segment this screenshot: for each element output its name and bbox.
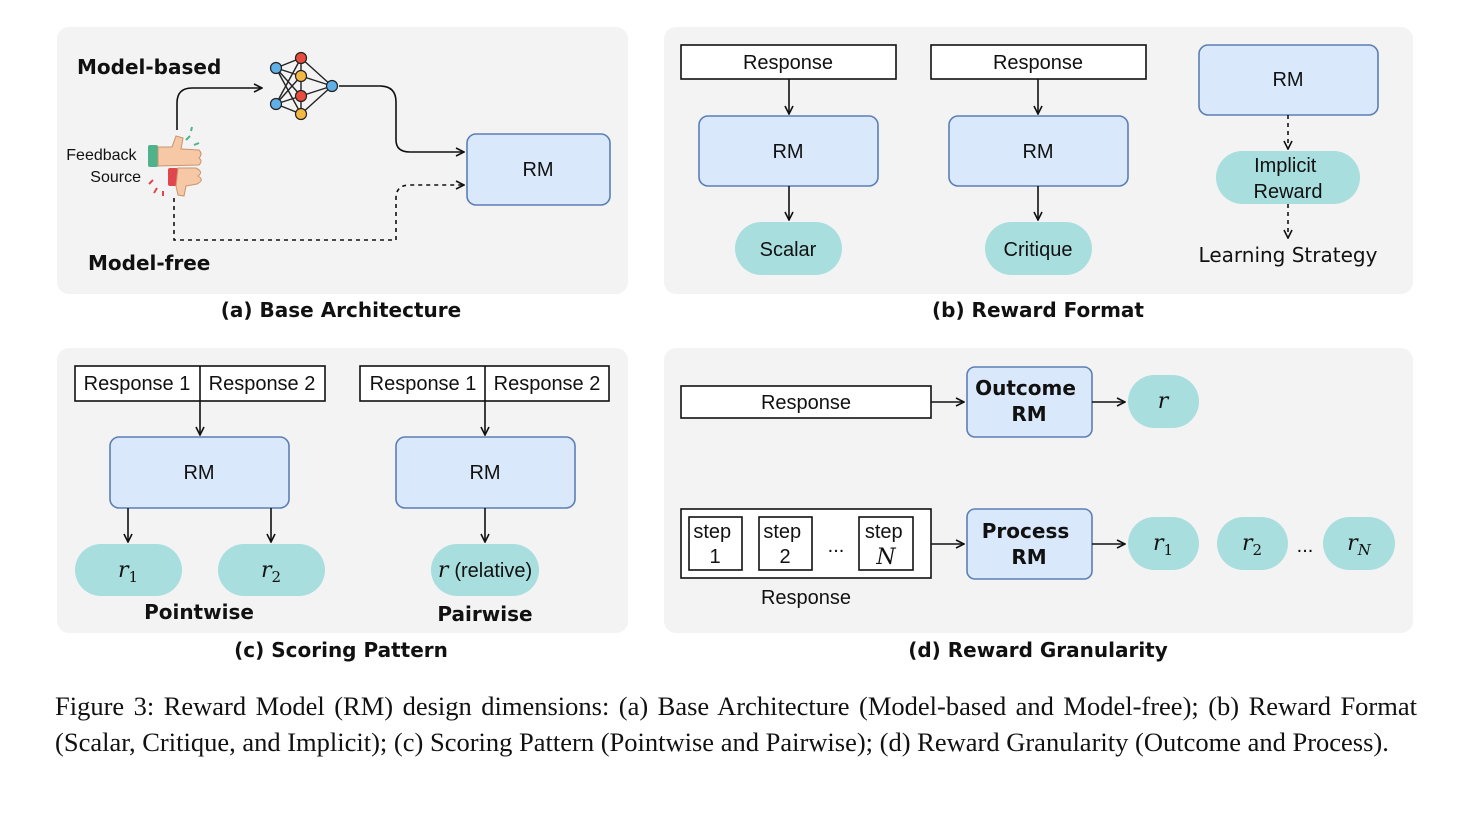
step-2-label: step 2 xyxy=(763,521,806,568)
rm-label-b3: RM xyxy=(1272,69,1303,91)
panel-base-architecture: Model-based Model-free Feedback Source xyxy=(57,27,628,294)
critique-pill xyxy=(985,222,1092,275)
response2-label-c2: Response 2 xyxy=(494,373,601,395)
panel-reward-format: Response RM Scalar Response RM Critique … xyxy=(664,27,1413,294)
thumbs-feedback-icon xyxy=(148,126,202,197)
r1-pill-c xyxy=(75,544,182,596)
response1-label-c2: Response 1 xyxy=(370,373,477,395)
r-relative-pill xyxy=(431,544,539,596)
scalar-pill xyxy=(735,222,842,275)
caption-a: (a) Base Architecture xyxy=(221,298,461,322)
figure-diagram: Model-based Model-free Feedback Source xyxy=(57,27,1413,662)
response-box-outcome xyxy=(680,385,932,419)
r2-pill-c xyxy=(218,544,325,596)
response-label-process: Response xyxy=(761,587,851,609)
arrow-model-free-to-rm xyxy=(173,185,464,241)
response-box-b2 xyxy=(930,44,1147,80)
rm-label-c1: RM xyxy=(183,462,214,484)
process-rm-label: Process RM xyxy=(982,519,1076,569)
process-r2-pill xyxy=(1217,517,1288,570)
r-relative-label: r(relative) xyxy=(438,558,532,583)
pointwise-label: Pointwise xyxy=(144,600,254,624)
figure-caption: Figure 3: Reward Model (RM) design dimen… xyxy=(55,691,1417,757)
scalar-label: Scalar xyxy=(760,239,817,261)
panel-scoring-pattern: Response 1 Response 2 RM r1 r2 Pointwise… xyxy=(57,348,628,633)
response-label-b1: Response xyxy=(743,52,833,74)
response-label-outcome: Response xyxy=(761,392,851,414)
r2-label-c: r2 xyxy=(261,558,281,586)
rm-box-a xyxy=(466,133,611,206)
rm-label-a: RM xyxy=(522,159,553,181)
outcome-r-label: r xyxy=(1158,389,1170,414)
rm-label-b1: RM xyxy=(772,141,803,163)
caption-c: (c) Scoring Pattern xyxy=(234,638,448,662)
response-box-b1 xyxy=(680,44,897,80)
process-rn-pill xyxy=(1323,517,1395,570)
rm-label-c2: RM xyxy=(469,462,500,484)
step-1-label: step 1 xyxy=(693,521,736,568)
response1-label-c1: Response 1 xyxy=(84,373,191,395)
process-rn-label: rN xyxy=(1347,531,1372,559)
model-based-label: Model-based xyxy=(77,55,221,79)
caption-d: (d) Reward Granularity xyxy=(908,638,1168,662)
panel-reward-granularity: Response Outcome RM r step 1 step 2 ... … xyxy=(664,348,1413,633)
process-r1-label: r1 xyxy=(1153,531,1173,559)
caption-b: (b) Reward Format xyxy=(932,298,1144,322)
arrow-nn-to-rm xyxy=(339,85,464,152)
implicit-reward-label: Implicit Reward xyxy=(1254,155,1323,203)
critique-label: Critique xyxy=(1004,239,1073,261)
outcome-r-pill xyxy=(1128,375,1199,428)
panel-a-background xyxy=(57,27,628,294)
process-r1-pill xyxy=(1128,517,1199,570)
pairwise-label: Pairwise xyxy=(437,602,532,626)
model-free-label: Model-free xyxy=(88,251,210,275)
rewards-ellipsis: ... xyxy=(1297,535,1314,557)
feedback-source-label: Feedback Source xyxy=(66,147,141,186)
response2-label-c1: Response 2 xyxy=(209,373,316,395)
step-n-label: step N xyxy=(865,521,907,570)
implicit-reward-pill xyxy=(1216,151,1360,204)
step-1-box xyxy=(688,516,743,571)
step-n-box xyxy=(858,516,914,571)
rm-label-b2: RM xyxy=(1022,141,1053,163)
process-r2-label: r2 xyxy=(1242,531,1262,559)
outcome-rm-label: Outcome RM xyxy=(975,376,1083,426)
step-2-box xyxy=(758,516,813,571)
response-label-b2: Response xyxy=(993,52,1083,74)
neural-network-icon xyxy=(269,51,339,121)
learning-strategy-label: Learning Strategy xyxy=(1199,243,1378,267)
rm-box-c1 xyxy=(109,436,290,509)
steps-ellipsis: ... xyxy=(828,535,845,557)
arrow-feedback-to-nn xyxy=(176,88,262,130)
r1-label-c: r1 xyxy=(118,558,138,586)
